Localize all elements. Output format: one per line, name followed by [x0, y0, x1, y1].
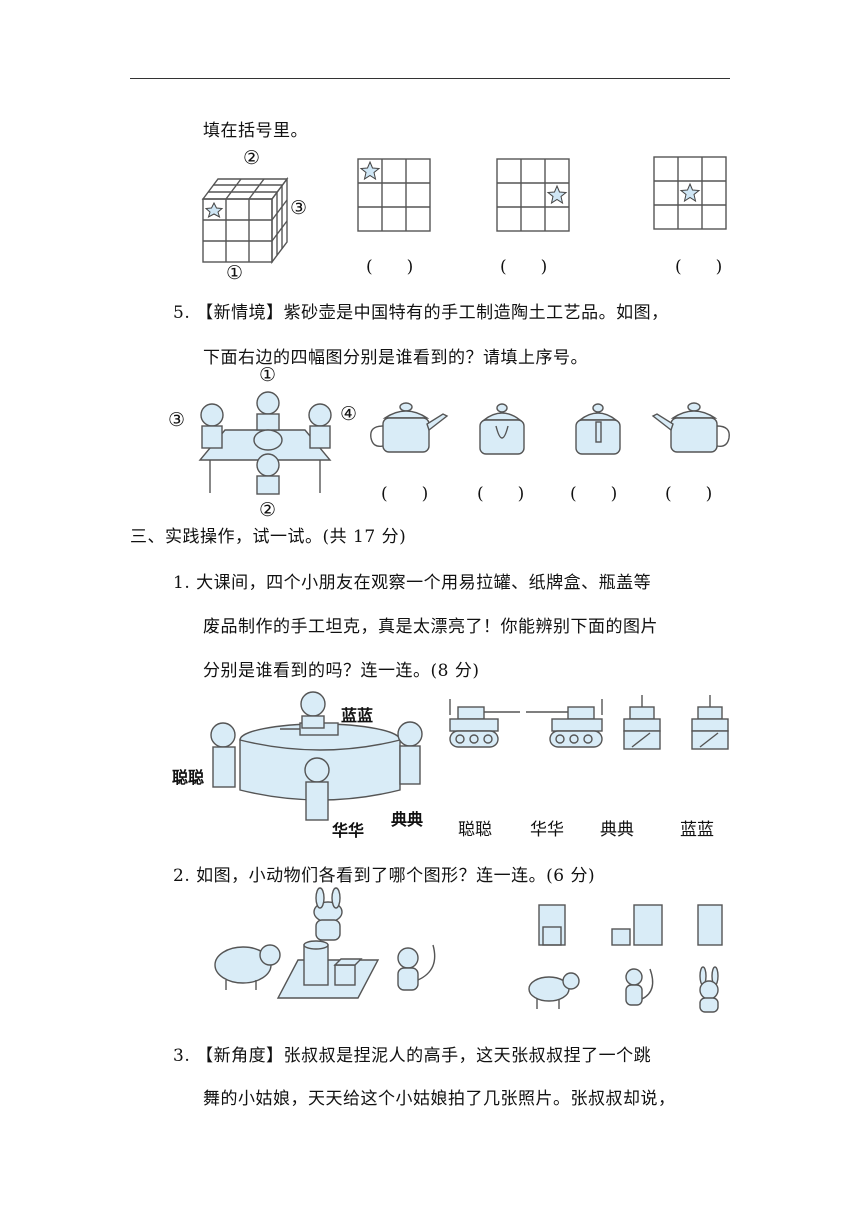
section3-heading: 三、实践操作，试一试。(共 17 分): [130, 527, 407, 547]
answer-blank[interactable]: ( ): [570, 484, 618, 504]
teapot-side-right-spout: [370, 402, 449, 453]
teapot-table-scene: [198, 391, 332, 495]
grid-view-1: [357, 158, 431, 232]
seat-label-4: ④: [340, 403, 358, 425]
tank-side-view-right: [526, 699, 603, 748]
tank-back-view: [691, 695, 729, 750]
match-name-huahua: 华华: [530, 820, 564, 840]
q5-line1: 5. 【新情境】紫砂壶是中国特有的手工制造陶土工艺品。如图，: [173, 303, 669, 323]
shape-view-small-and-tall: [611, 904, 663, 946]
star-icon: [359, 160, 381, 181]
rabbit-icon: [699, 966, 719, 1013]
kid-name-lanlan: 蓝蓝: [341, 706, 374, 725]
p2-line1: 2. 如图，小动物们各看到了哪个图形？连一连。(6 分): [173, 866, 596, 886]
tank-observation-scene: [210, 691, 423, 821]
match-name-diandian: 典典: [600, 820, 634, 840]
cube-label-3: ③: [290, 197, 308, 219]
star-icon: [546, 184, 568, 205]
p1-line2: 废品制作的手工坦克，真是太漂亮了！你能辨别下面的图片: [203, 617, 658, 637]
match-name-lanlan: 蓝蓝: [680, 820, 714, 840]
cube-figure: [201, 176, 289, 265]
answer-blank[interactable]: ( ): [366, 257, 414, 277]
star-icon: [679, 182, 701, 203]
tank-side-view-left: [449, 699, 520, 748]
shape-view-tall-with-small: [538, 904, 566, 946]
p1-line3: 分别是谁看到的吗？连一连。(8 分): [203, 661, 480, 681]
squirrel-icon: [625, 968, 654, 1006]
teapot-front-handle: [479, 403, 525, 455]
seat-label-2: ②: [259, 499, 277, 521]
answer-blank[interactable]: ( ): [665, 484, 713, 504]
grid-view-3: [653, 156, 727, 230]
star-icon: [204, 201, 224, 219]
q5-line2: 下面右边的四幅图分别是谁看到的？请填上序号。: [203, 348, 588, 368]
p3-line1: 3. 【新角度】张叔叔是捏泥人的高手，这天张叔叔捏了一个跳: [173, 1046, 652, 1066]
p1-line1: 1. 大课间，四个小朋友在观察一个用易拉罐、纸牌盒、瓶盖等: [173, 573, 652, 593]
cow-icon: [528, 972, 580, 1009]
animals-shapes-scene: [214, 887, 436, 999]
p3-line2: 舞的小姑娘，天天给这个小姑娘拍了几张照片。张叔叔却说，: [203, 1089, 676, 1109]
match-name-congcong: 聪聪: [458, 820, 492, 840]
kid-name-congcong: 聪聪: [172, 768, 205, 787]
continuation-text: 填在括号里。: [203, 121, 308, 141]
seat-label-3: ③: [168, 409, 186, 431]
kid-name-huahua: 华华: [332, 821, 365, 840]
seat-label-1: ①: [259, 364, 277, 386]
tank-front-view: [623, 695, 661, 750]
teapot-front-spout: [575, 403, 621, 455]
answer-blank[interactable]: ( ): [675, 257, 723, 277]
shape-view-tall: [697, 904, 723, 946]
cube-label-1: ①: [226, 262, 244, 284]
header-rule: [130, 78, 730, 79]
answer-blank[interactable]: ( ): [381, 484, 429, 504]
teapot-side-left-spout: [651, 402, 730, 453]
grid-view-2: [496, 158, 570, 232]
answer-blank[interactable]: ( ): [477, 484, 525, 504]
kid-name-diandian: 典典: [391, 810, 424, 829]
answer-blank[interactable]: ( ): [500, 257, 548, 277]
cube-label-2: ②: [243, 147, 261, 169]
